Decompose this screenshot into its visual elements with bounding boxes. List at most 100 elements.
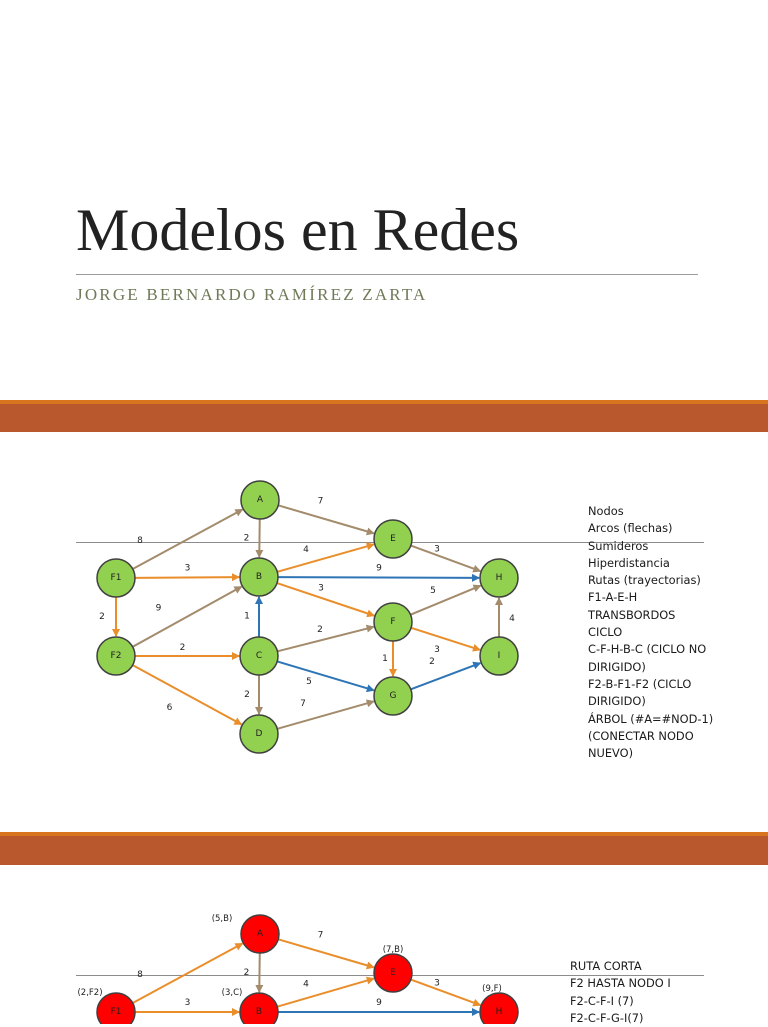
note-line: DIRIGIDO) <box>588 693 713 710</box>
note-line: TRANSBORDOS <box>588 607 713 624</box>
node-F1: F1 <box>97 559 135 597</box>
node-annotation: (7,B) <box>383 945 404 955</box>
node-H: H <box>480 559 518 597</box>
node-C: C <box>240 637 278 675</box>
edge-weight-F1-F2: 2 <box>99 612 105 622</box>
edge-weight-E-H: 3 <box>434 545 440 555</box>
edge-E-H <box>411 980 480 1006</box>
node-I: I <box>480 637 518 675</box>
slide-separator-band <box>0 832 768 865</box>
node-label: F1 <box>111 573 122 583</box>
node-annotation: (5,B) <box>212 914 233 924</box>
node-label: H <box>496 573 503 583</box>
node-label: E <box>390 534 396 544</box>
note-line: F2 HASTA NODO I <box>570 975 671 992</box>
note-line: Arcos (flechas) <box>588 520 713 537</box>
node-label: F <box>390 617 395 627</box>
node-D: D <box>240 715 278 753</box>
edge-weight-E-H: 3 <box>434 979 440 989</box>
node-E: E (7,B) <box>374 945 412 992</box>
edge-B-H <box>278 577 479 578</box>
note-line: RUTA CORTA <box>570 958 671 975</box>
node-A: A (5,B) <box>212 914 279 953</box>
node-label: F1 <box>111 1007 122 1017</box>
edge-weight-F1-A: 8 <box>137 970 143 980</box>
edge-F1-A <box>133 510 243 569</box>
edge-weight-A-B: 2 <box>244 968 250 978</box>
node-G: G <box>374 677 412 715</box>
node-label: E <box>390 968 396 978</box>
edge-weight-F-G: 1 <box>382 654 388 664</box>
node-label: A <box>257 929 264 939</box>
title-slide: Modelos en Redes JORGE BERNARDO RAMÍREZ … <box>0 0 768 400</box>
node-B: B <box>240 558 278 596</box>
edge-G-I <box>411 663 481 689</box>
note-line: CICLO <box>588 624 713 641</box>
edge-weight-C-G: 5 <box>306 677 312 687</box>
edge-weight-C-F: 2 <box>317 625 323 635</box>
edge-weight-F1-A: 8 <box>137 536 143 546</box>
edge-weight-F2-C: 2 <box>180 643 186 653</box>
edge-weight-F-I: 3 <box>434 645 440 655</box>
slide-title: Modelos en Redes <box>76 196 519 265</box>
node-label: B <box>256 572 262 582</box>
node-label: D <box>256 729 263 739</box>
note-line: F2-C-F-I (7) <box>570 993 671 1010</box>
edge-weight-F1-B: 3 <box>185 998 191 1008</box>
edge-D-G <box>277 701 373 728</box>
slide-separator-band <box>0 400 768 432</box>
node-label: H <box>496 1007 503 1017</box>
node-F2: F2 <box>97 637 135 675</box>
note-line: ÁRBOL (#A=#NOD-1) <box>588 711 713 728</box>
edge-B-E <box>277 979 374 1007</box>
note-line: Sumideros <box>588 538 713 555</box>
edge-F-H <box>411 586 481 615</box>
edge-A-E <box>278 939 374 967</box>
edge-E-H <box>411 546 480 572</box>
node-label: I <box>498 651 501 661</box>
edge-weight-D-G: 7 <box>300 699 306 709</box>
edge-weight-F2-D: 6 <box>167 703 173 713</box>
edge-C-G <box>277 661 374 690</box>
note-line: C-F-H-B-C (CICLO NO <box>588 641 713 658</box>
edge-weight-C-D: 2 <box>244 690 250 700</box>
note-line: F2-B-F1-F2 (CICLO <box>588 676 713 693</box>
edge-weight-F1-B: 3 <box>185 564 191 574</box>
node-label: F2 <box>111 651 122 661</box>
node-label: C <box>256 651 262 661</box>
node-B: B (3,C) <box>222 988 278 1024</box>
edge-weight-B-F: 3 <box>318 584 324 594</box>
title-divider <box>76 274 698 275</box>
edge-weight-B-H: 9 <box>376 998 382 1008</box>
note-line: Nodos <box>588 503 713 520</box>
edge-weight-A-E: 7 <box>318 931 324 941</box>
slide-subtitle: JORGE BERNARDO RAMÍREZ ZARTA <box>76 285 428 305</box>
edge-F2-B <box>133 587 242 647</box>
edge-weight-C-B: 1 <box>244 612 250 622</box>
edge-F2-D <box>133 665 242 724</box>
edge-weight-A-E: 7 <box>318 497 324 507</box>
note-line: DIRIGIDO) <box>588 659 713 676</box>
edge-weight-B-E: 4 <box>303 980 309 990</box>
edge-F-I <box>411 628 480 650</box>
node-label: A <box>257 495 264 505</box>
edge-B-F <box>277 583 374 616</box>
node-annotation: (2,F2) <box>77 988 102 998</box>
node-annotation: (3,C) <box>222 988 243 998</box>
edge-B-E <box>277 544 373 571</box>
node-H: H(9,F) <box>480 984 518 1024</box>
node-E: E <box>374 520 412 558</box>
node-F1: F1 (2,F2) <box>77 988 135 1024</box>
node-F: F <box>374 603 412 641</box>
edge-C-F <box>277 627 373 651</box>
note-line: F2-C-F-G-I(7) <box>570 1010 671 1027</box>
node-A: A <box>241 481 279 519</box>
node-label: B <box>256 1007 262 1017</box>
edge-weight-I-H: 4 <box>509 614 515 624</box>
edge-weight-A-B: 2 <box>244 534 250 544</box>
edge-A-E <box>278 505 374 533</box>
note-line: F1-A-E-H <box>588 589 713 606</box>
edge-weight-F2-B: 9 <box>156 604 162 614</box>
